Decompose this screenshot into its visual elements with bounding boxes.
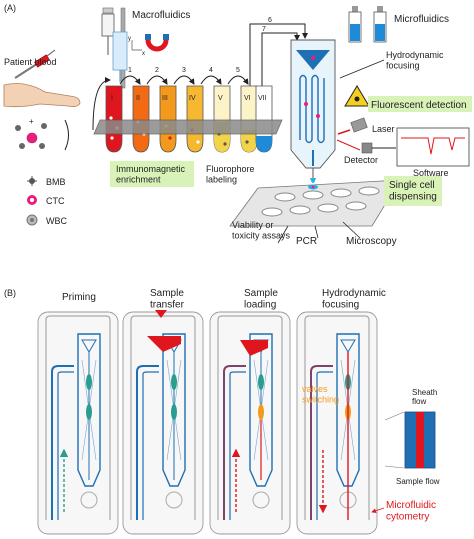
patient-arm-illustration <box>3 49 81 108</box>
svg-text:3: 3 <box>182 67 186 74</box>
svg-text:V: V <box>218 95 223 102</box>
panel-a-label: (A) <box>4 3 16 13</box>
laser-device <box>337 117 368 135</box>
tube-5: V <box>213 85 231 153</box>
svg-text:6: 6 <box>268 17 272 24</box>
well-plate <box>229 179 401 227</box>
svg-text:2: 2 <box>155 67 159 74</box>
chip-sample-transfer <box>122 310 204 535</box>
cells-cluster-illustration: + <box>15 117 47 149</box>
svg-text:IV: IV <box>189 95 196 102</box>
patient-blood-label: Patient blood <box>4 57 57 67</box>
tube-3: III <box>159 85 177 153</box>
legend-bmb-label: BMB <box>46 177 66 187</box>
pcr-label: PCR <box>296 236 317 247</box>
tube-6: VI <box>240 85 258 153</box>
detector-device <box>336 139 396 154</box>
sheath-flow-inset <box>384 411 436 469</box>
chip-sample-loading <box>209 311 291 535</box>
svg-text:4: 4 <box>209 67 213 74</box>
svg-text:VI: VI <box>244 95 251 102</box>
tube-1: I <box>105 85 123 153</box>
fluorescent-detection-label: Fluorescent detection <box>371 100 467 111</box>
chip-hydrodynamic-focusing <box>296 311 378 535</box>
svg-text:x: x <box>142 51 145 57</box>
legend-wbc-label: WBC <box>46 216 67 226</box>
chip-connection-lines: 6 7 <box>249 17 308 90</box>
panel-b-label: (B) <box>4 288 16 298</box>
tube-4: IV <box>186 85 204 153</box>
macrofluidics-label: Macrofluidics <box>132 10 190 21</box>
tube-transfer-arrows: 1 2 3 4 5 <box>92 67 249 131</box>
laser-warning-icon <box>344 85 370 107</box>
legend-ctc: CTC <box>27 195 65 206</box>
software-monitor <box>396 127 470 167</box>
microfluidics-syringes <box>348 6 387 43</box>
macrofluidics-syringe <box>101 7 128 89</box>
microfluidic-chip <box>290 39 336 183</box>
legend-bmb: BMB <box>27 176 66 187</box>
sample-flow-label: Sample flow <box>396 477 440 486</box>
fluorescent-detection-box: Fluorescent detection <box>368 96 472 112</box>
microscopy-label: Microscopy <box>346 236 397 247</box>
chip-priming <box>37 311 119 535</box>
svg-text:y: y <box>128 36 131 42</box>
tube-rack: I II III IV V VI <box>93 85 283 153</box>
legend-ctc-label: CTC <box>46 196 65 206</box>
svg-text:VII: VII <box>258 95 267 102</box>
svg-text:1: 1 <box>128 67 132 74</box>
legend: BMB CTC WBC <box>26 176 67 226</box>
svg-text:+: + <box>29 117 34 126</box>
laser-label: Laser <box>372 124 395 134</box>
svg-text:II: II <box>136 95 140 102</box>
svg-text:III: III <box>162 95 168 102</box>
xy-axis-indicator: y x <box>128 36 145 57</box>
tube-7: VII <box>255 85 273 153</box>
detector-label: Detector <box>344 155 378 165</box>
tube-2: II <box>132 85 150 153</box>
svg-text:I: I <box>111 95 113 102</box>
legend-wbc: WBC <box>26 214 67 226</box>
stage-label-priming: Priming <box>62 292 96 303</box>
magnet-icon <box>145 34 169 52</box>
software-label: Software <box>413 168 449 178</box>
svg-text:5: 5 <box>236 67 240 74</box>
svg-text:7: 7 <box>262 26 266 33</box>
microfluidics-label: Microfluidics <box>394 14 449 25</box>
panel-b-chips <box>37 310 378 535</box>
